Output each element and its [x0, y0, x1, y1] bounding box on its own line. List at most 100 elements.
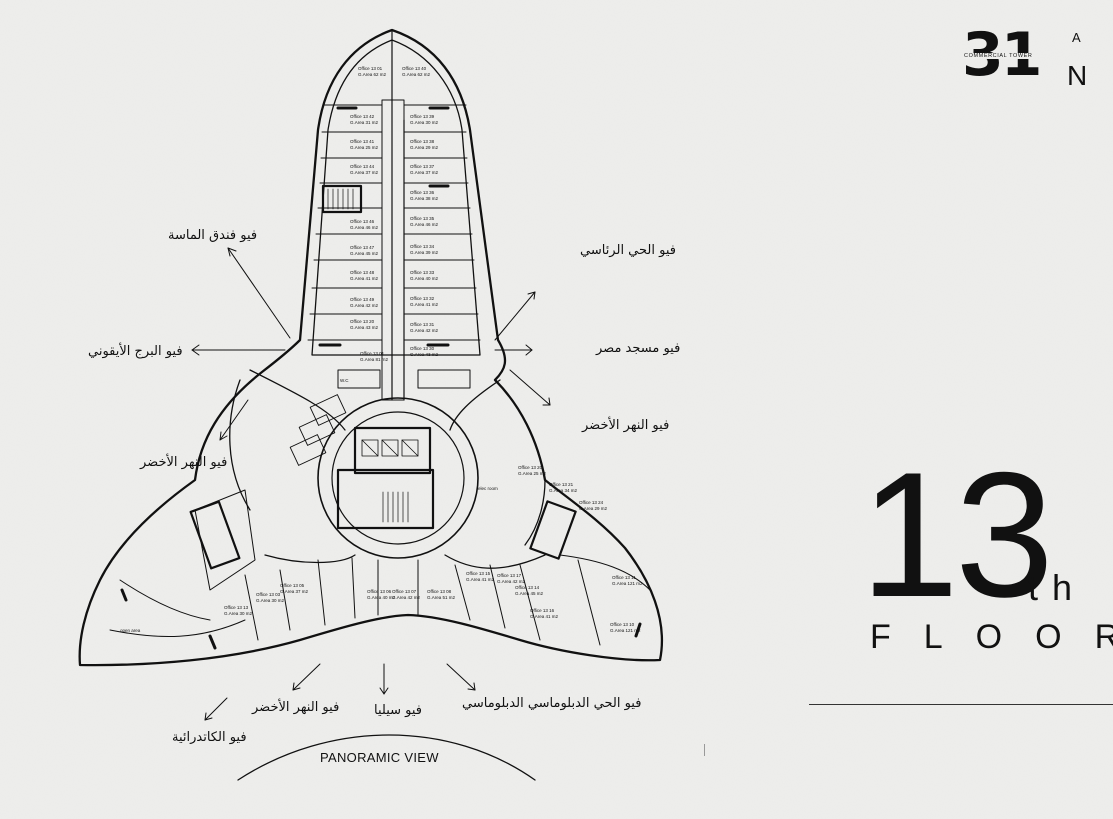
office-label-other-7-name: Office 13 17 [497, 573, 522, 578]
view-label-green-river-left: فيو النهر الأخضر [140, 455, 228, 470]
office-label-right-9-name: Office 13 31 [410, 322, 435, 327]
view-label-diplomatic: فيو الحي الدبلوماسي الدبلوماسي [462, 696, 642, 711]
office-label-other-14-name: Office 13 05 [280, 583, 305, 588]
floor-number: 13 [860, 435, 1054, 634]
office-label-other-8-name: Office 13 15 [466, 571, 491, 576]
office-label-wc: W.C [340, 378, 349, 383]
office-label-right-10-name: Office 13 30 [410, 346, 435, 351]
office-label-right-2-area: G.Area 29 m2 [410, 145, 439, 150]
office-label-left-1-area: G.Area 31 m2 [350, 120, 379, 125]
office-label-left-5-name: Office 13 47 [350, 245, 375, 250]
office-label-right-0-area: G.Area 62 m2 [402, 72, 431, 77]
office-label-right-7-area: G.Area 40 m2 [410, 276, 439, 281]
floor-word: FLOOR [870, 618, 1113, 656]
inner-shell-north [311, 39, 481, 356]
office-label-right-8-name: Office 13 32 [410, 296, 435, 301]
office-label-other-9-area: G.Area 41 m2 [530, 614, 559, 619]
office-label-other-3-name: Office 13 11 [612, 575, 636, 580]
panoramic-arc [237, 734, 536, 781]
office-label-left-8-name: Office 13 20 [350, 319, 375, 324]
logo-mark-top: A [1072, 30, 1081, 45]
north-office-dividers [307, 104, 481, 341]
office-label-other-0-name: Office 13 21 [549, 482, 574, 487]
office-label-other-5-name: Office 13 13 [224, 605, 249, 610]
office-label-open-area: open area [120, 628, 141, 633]
logo-mark-bottom: N [1067, 60, 1088, 91]
office-label-other-12-name: Office 13 08 [427, 589, 452, 594]
office-label-left-3-area: G.Area 37 m2 [350, 170, 379, 175]
office-label-right-5-area: G.Area 46 m2 [410, 222, 439, 227]
logo-subtitle: COMMERCIAL TOWER [963, 53, 1034, 59]
office-label-other-2-name: Office 13 24 [579, 500, 604, 505]
office-label-left-7-area: G.Area 42 m2 [350, 303, 379, 308]
office-label-other-10-name: Office 13 06 [367, 589, 392, 594]
office-label-right-3-area: G.Area 37 m2 [410, 170, 439, 175]
office-label-right-1-name: Office 13 39 [410, 114, 435, 119]
view-label-cathedral: فيو الكاتدرائية [172, 730, 247, 745]
office-label-left-7-name: Office 13 49 [350, 297, 375, 302]
office-label-left-3-name: Office 13 44 [350, 164, 375, 169]
office-label-right-1-area: G.Area 30 m2 [410, 120, 439, 125]
office-label-right-8-area: G.Area 41 m2 [410, 302, 439, 307]
brand-logo: 31 COMMERCIAL TOWER A N [960, 20, 1100, 96]
office-label-other-2-area: G.Area 29 m2 [579, 506, 608, 511]
office-label-right-5-name: Office 13 35 [410, 216, 435, 221]
office-label-right-10-area: G.Area 43 m2 [410, 352, 439, 357]
office-label-other-13-area: G.Area 30 m2 [256, 598, 285, 603]
office-label-other-4-name: Office 13 10 [610, 622, 635, 627]
office-label-left-8-area: G.Area 43 m2 [350, 325, 379, 330]
office-label-left-0-area: G.Area 62 m2 [358, 72, 387, 77]
office-label-right-4-name: Office 13 36 [410, 190, 435, 195]
office-label-other-10-area: G.Area 40 m2 [367, 595, 396, 600]
view-label-presidential: فيو الحي الرئاسي [580, 243, 676, 258]
central-core [317, 397, 479, 559]
office-label-other-12-area: G.Area 51 m2 [427, 595, 456, 600]
office-label-other-6-name: Office 13 14 [515, 585, 540, 590]
office-label-other-7-area: G.Area 42 m2 [497, 579, 526, 584]
office-label-left-4-name: Office 13 46 [350, 219, 375, 224]
view-label-seliya: فيو سيليا [374, 703, 422, 718]
office-label-other-8-area: G.Area 41 m2 [466, 577, 495, 582]
office-label-left-6-area: G.Area 41 m2 [350, 276, 379, 281]
office-label-left-1-name: Office 13 42 [350, 114, 375, 119]
office-label-other-6-area: G.Area 45 m2 [515, 591, 544, 596]
office-label-other-4-area: G.Area 121 m2 [610, 628, 641, 633]
office-label-right-3-name: Office 13 37 [410, 164, 435, 169]
floor-suffix: th [1028, 567, 1087, 608]
office-label-other-11-area: G.Area 42 m2 [392, 595, 421, 600]
office-label-other-11-name: Office 13 07 [392, 589, 417, 594]
office-label-left-6-name: Office 13 48 [350, 270, 375, 275]
office-label-right-2-name: Office 13 38 [410, 139, 435, 144]
office-label-other-3-area: G.Area 121 m2 [612, 581, 643, 586]
view-arrows [191, 247, 551, 721]
office-label-other-14-area: G.Area 37 m2 [280, 589, 309, 594]
office-label-left-9-name: Office 13 01 [360, 351, 385, 356]
office-label-other-1-name: Office 13 20 [518, 465, 543, 470]
stair-east [529, 500, 577, 560]
view-label-green-river-right: فيو النهر الأخضر [582, 418, 670, 433]
office-label-left-4-area: G.Area 46 m2 [350, 225, 379, 230]
office-label-right-6-name: Office 13 34 [410, 244, 435, 249]
floor-rule [809, 704, 1113, 705]
outer-shell [78, 28, 664, 667]
office-label-right-7-name: Office 13 33 [410, 270, 435, 275]
view-label-diamond-hotel: فيو فندق الماسة [168, 228, 258, 243]
office-label-left-9-area: G.Area 81 m2 [360, 357, 389, 362]
office-label-other-1-area: G.Area 25 m2 [518, 471, 547, 476]
office-label-other-9-name: Office 13 16 [530, 608, 555, 613]
office-label-left-2-name: Office 13 41 [350, 139, 375, 144]
office-label-right-4-area: G.Area 38 m2 [410, 196, 439, 201]
view-label-masjid-misr: فيو مسجد مصر [596, 341, 681, 356]
divider-tick [704, 744, 705, 756]
view-label-green-river-bottom: فيو النهر الأخضر [252, 700, 340, 715]
view-label-iconic-tower: فيو البرج الأيقوني [88, 344, 183, 359]
office-label-right-6-area: G.Area 39 m2 [410, 250, 439, 255]
office-label-left-5-area: G.Area 45 m2 [350, 251, 379, 256]
lifts [289, 394, 347, 466]
office-label-right-0-name: Office 13 40 [402, 66, 427, 71]
office-label-elec-room: elec room [478, 486, 498, 491]
stair-west [189, 500, 241, 570]
